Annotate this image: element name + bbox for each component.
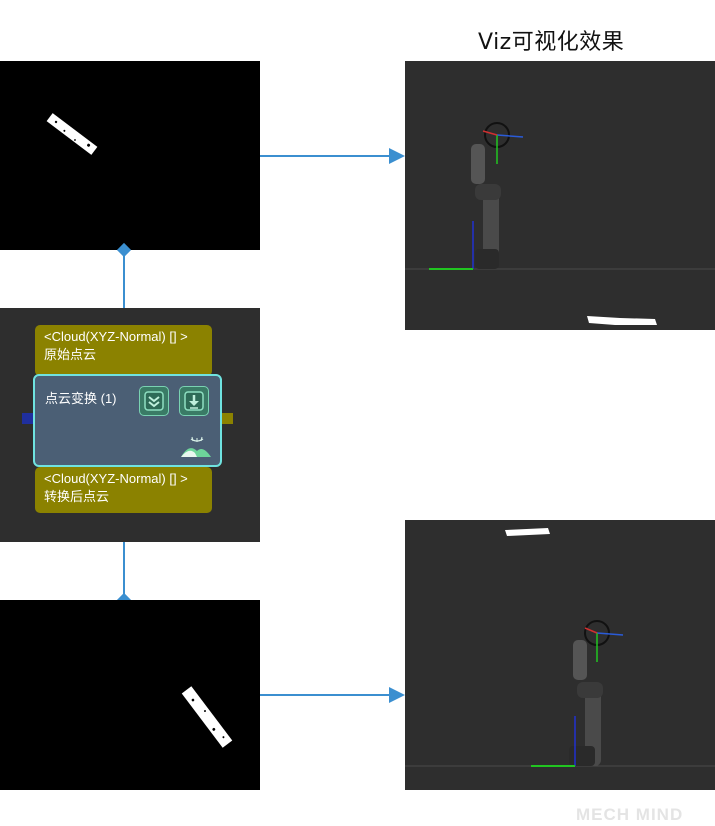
output-port-type: <Cloud(XYZ-Normal) [] >	[44, 471, 188, 486]
connector-top-line	[123, 250, 125, 308]
step-node-panel: <Cloud(XYZ-Normal) [] > 原始点云 点云变换 (1)	[0, 308, 260, 542]
viz-title: Viz可视化效果	[478, 30, 625, 55]
viz-scene-before	[405, 122, 715, 325]
step-title: 点云变换 (1)	[45, 391, 117, 406]
visualize-button[interactable]	[179, 433, 213, 459]
connector-bottom-line	[123, 542, 125, 600]
robot-arm	[531, 620, 624, 767]
input-port-name: 原始点云	[44, 347, 97, 362]
original-cloud-panel	[0, 61, 260, 250]
original-point-cloud	[46, 113, 98, 155]
transformed-cloud-panel	[0, 600, 260, 790]
output-port-name: 转换后点云	[44, 489, 110, 504]
download-icon	[184, 391, 204, 411]
collapse-button[interactable]	[139, 386, 169, 416]
viz-panel-before	[405, 61, 715, 330]
output-port[interactable]	[222, 413, 233, 424]
step-card[interactable]: 点云变换 (1)	[33, 374, 222, 467]
point-cloud-before	[587, 316, 657, 325]
viz-panel-after	[405, 520, 715, 790]
point-cloud-after	[505, 528, 550, 536]
arrow-top-line	[260, 155, 392, 157]
original-cloud-view	[46, 113, 98, 155]
eye-mountain-icon	[181, 436, 211, 457]
arrow-bottom-line	[260, 694, 392, 696]
input-port-label[interactable]: <Cloud(XYZ-Normal) [] > 原始点云	[35, 325, 212, 376]
transformed-point-cloud	[181, 686, 233, 748]
output-port-label[interactable]: <Cloud(XYZ-Normal) [] > 转换后点云	[35, 467, 212, 513]
input-port-type: <Cloud(XYZ-Normal) [] >	[44, 329, 188, 344]
download-button[interactable]	[179, 386, 209, 416]
arrow-top-head	[389, 148, 405, 164]
transformed-cloud-view	[181, 686, 233, 748]
robot-arm	[429, 122, 524, 270]
chevrons-down-icon	[144, 391, 164, 411]
watermark: MECH MIND	[576, 805, 684, 824]
viz-scene-after	[405, 528, 715, 767]
arrow-bottom-head	[389, 687, 405, 703]
input-port[interactable]	[22, 413, 33, 424]
